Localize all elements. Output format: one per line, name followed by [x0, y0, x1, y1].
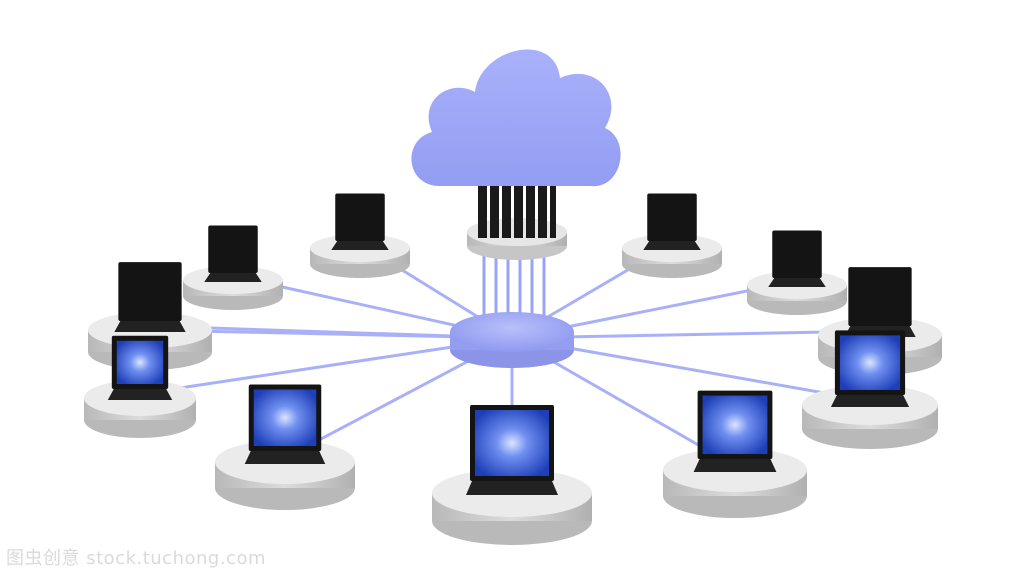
laptop-icon: [107, 335, 173, 400]
pedestal-icon: [663, 448, 807, 518]
laptop-icon: [844, 267, 916, 337]
laptop-unit: [183, 225, 283, 310]
cloud-icon: [411, 49, 621, 187]
hub-disc-icon: [450, 312, 574, 368]
laptop-icon: [643, 193, 701, 250]
laptop-icon: [768, 230, 826, 287]
watermark: 图虫创意 stock.tuchong.com: [6, 548, 266, 569]
laptop-unit: [84, 335, 196, 438]
laptop-icon: [693, 390, 777, 472]
laptop-unit: [310, 193, 410, 278]
server-rack-icon: [467, 182, 567, 260]
laptop-icon: [244, 384, 326, 464]
laptop-icon: [331, 193, 389, 250]
laptop-icon: [830, 330, 910, 407]
laptop-unit: [663, 390, 807, 518]
pedestal-icon: [215, 440, 355, 510]
laptop-icon: [466, 405, 558, 495]
laptop-icon: [114, 262, 186, 332]
laptop-icon: [204, 225, 262, 282]
laptop-unit: [432, 405, 592, 545]
pedestal-icon: [183, 266, 283, 310]
laptop-unit: [622, 193, 722, 278]
laptop-unit: [802, 330, 938, 449]
laptop-units-front: [84, 330, 938, 545]
laptop-unit: [747, 230, 847, 315]
laptop-unit: [215, 384, 355, 510]
